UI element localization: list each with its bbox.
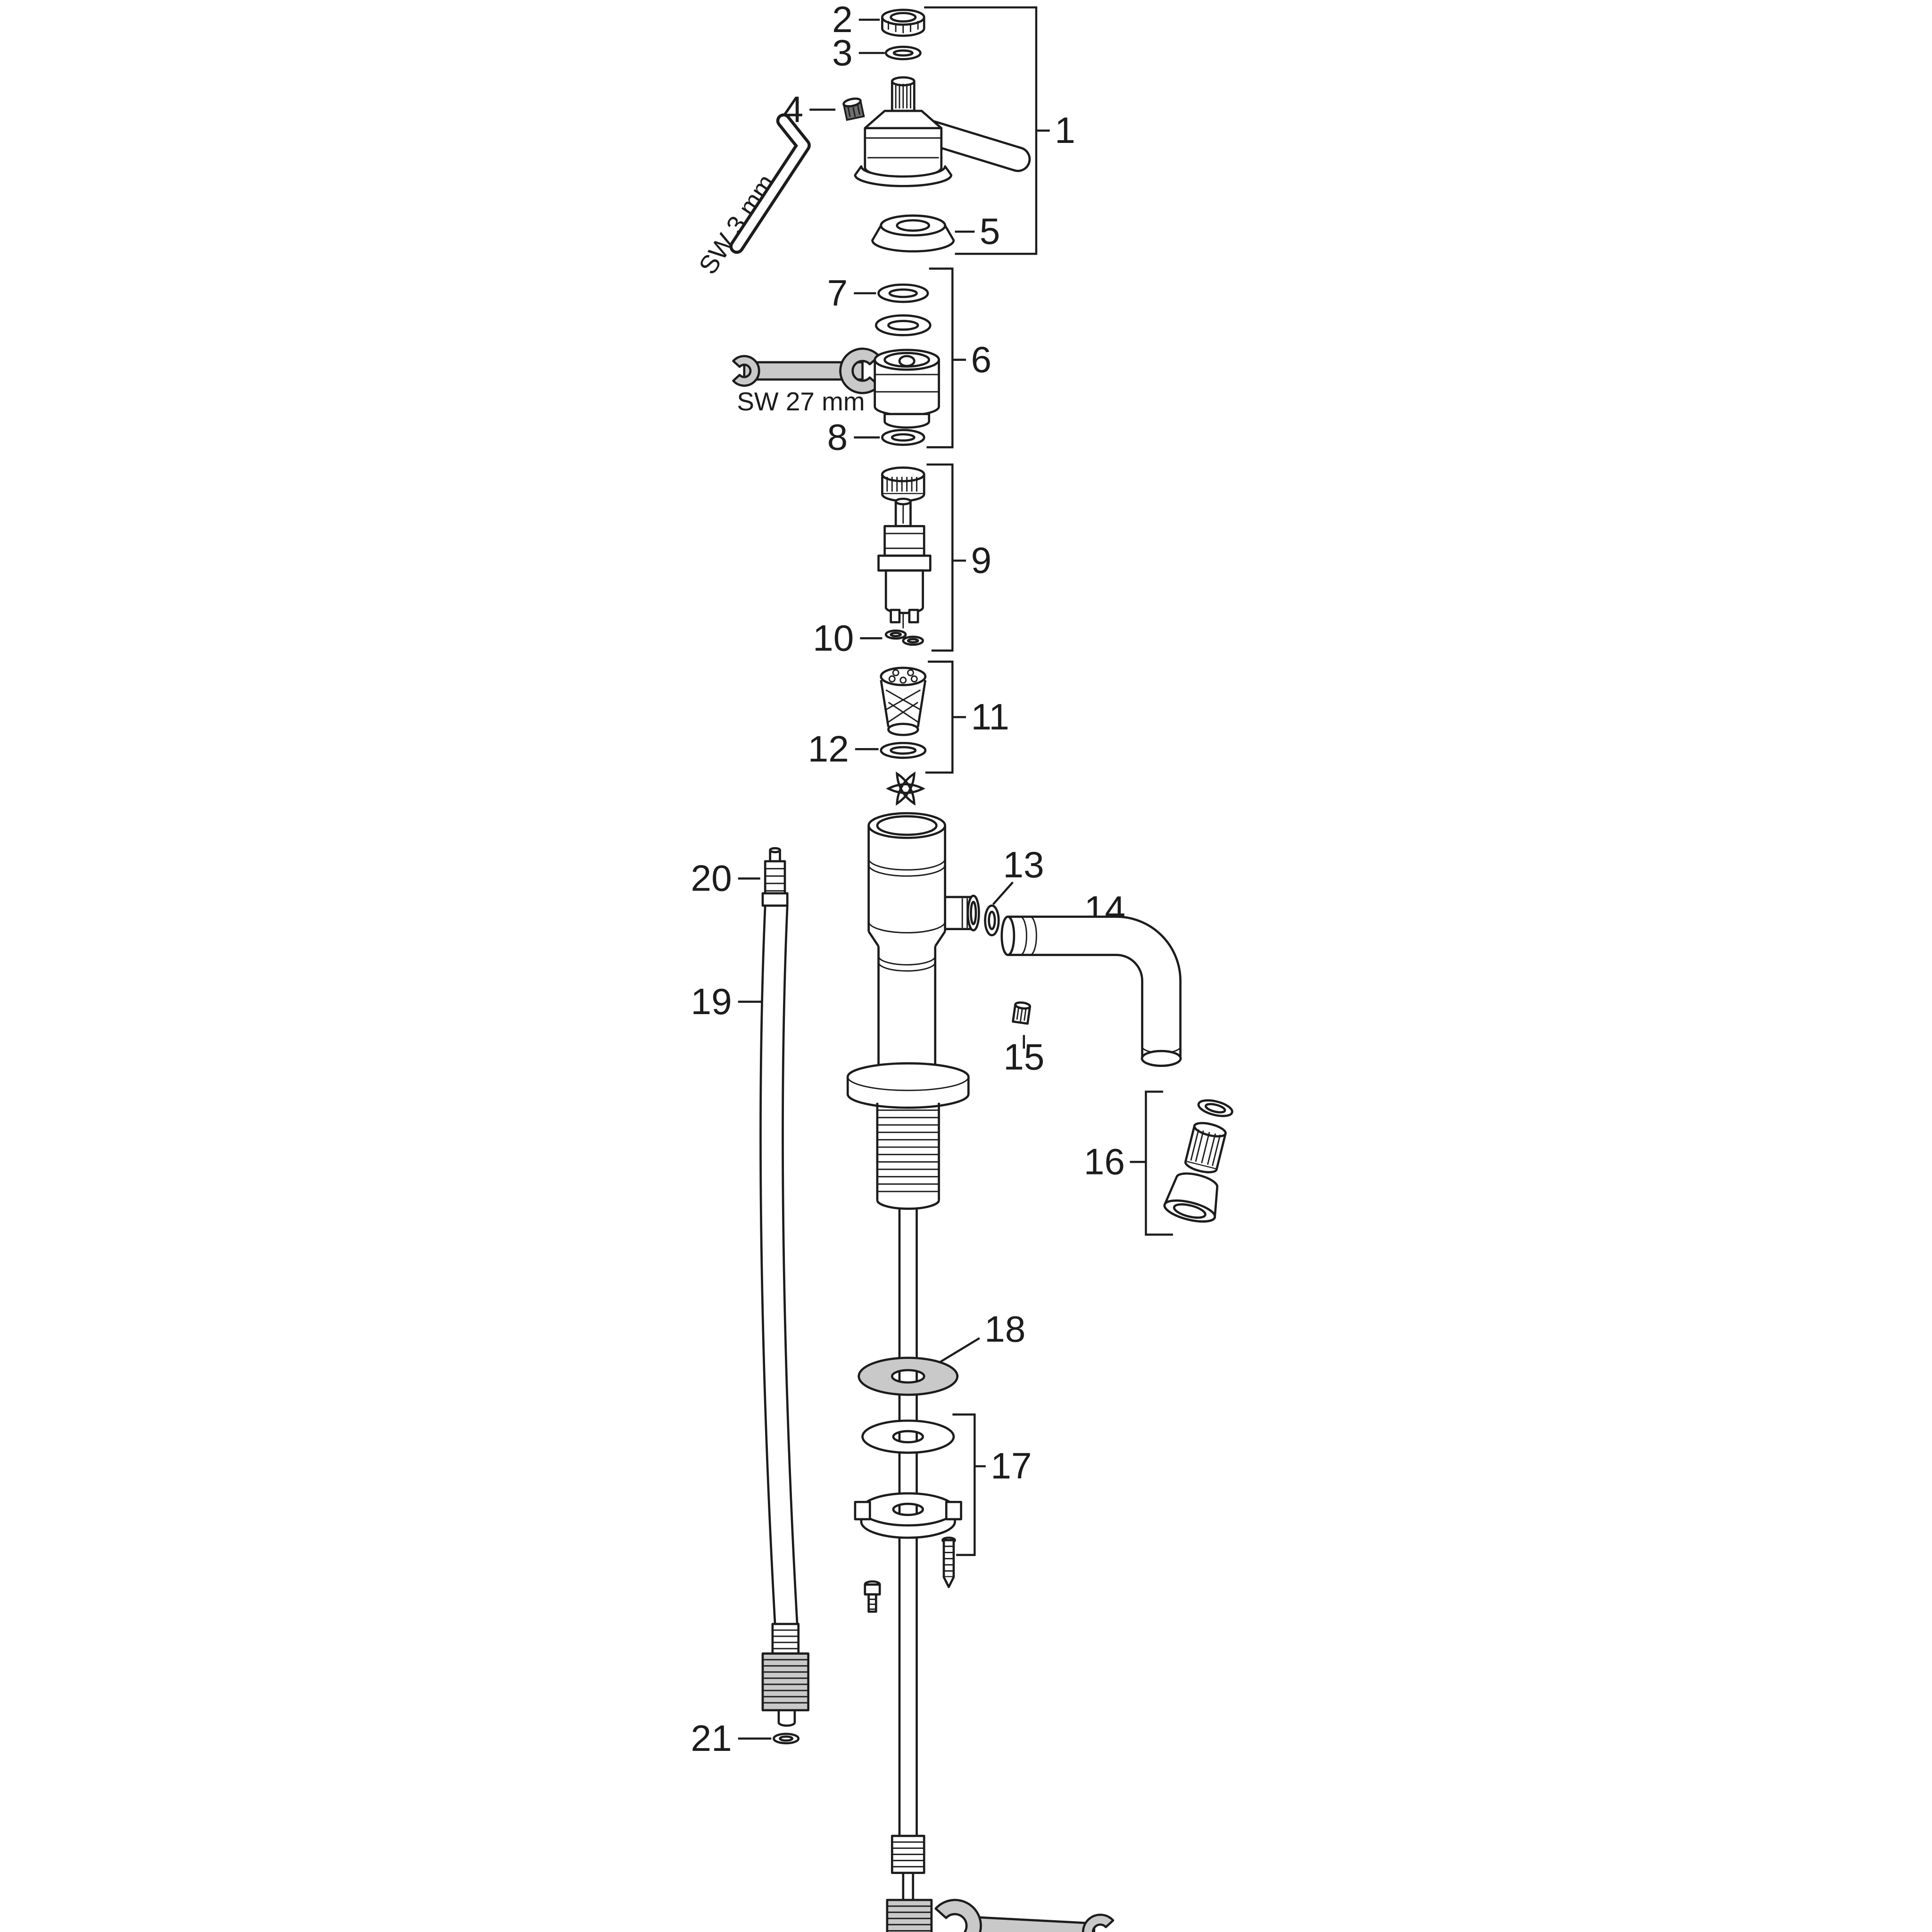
leader-18 xyxy=(938,1337,980,1364)
part-21-oring xyxy=(773,1732,800,1745)
bracket-11 xyxy=(925,660,966,774)
callout-5: 5 xyxy=(980,210,1000,252)
callout-numbers: 2 3 4 1 5 7 6 8 9 10 11 12 13 14 15 16 1… xyxy=(691,0,1125,1759)
allen-key xyxy=(729,113,811,254)
callout-brackets xyxy=(924,6,1173,1556)
leader-13 xyxy=(992,881,1014,905)
part-8-oring xyxy=(881,429,925,446)
part-12-oring xyxy=(880,741,927,759)
part-3-oring xyxy=(884,45,922,60)
star-gasket xyxy=(886,771,925,806)
callout-18: 18 xyxy=(984,1308,1025,1350)
callout-8: 8 xyxy=(827,416,848,458)
bracket-16 xyxy=(1130,1091,1173,1236)
callout-6: 6 xyxy=(971,339,991,380)
hose-nut xyxy=(761,1623,809,1727)
callout-19: 19 xyxy=(691,981,732,1022)
part-20-hose-tip xyxy=(761,847,789,907)
callout-13: 13 xyxy=(1003,844,1044,885)
part-7-orings xyxy=(874,283,932,336)
fixation-screw-left xyxy=(864,1580,881,1613)
base-flange xyxy=(846,1062,970,1109)
part-14-spout xyxy=(1000,916,1182,1067)
fixation-screw-right xyxy=(941,1536,956,1588)
bracket-17 xyxy=(952,1413,986,1556)
callout-12: 12 xyxy=(808,728,849,769)
bracket-9 xyxy=(926,463,966,652)
spout-port xyxy=(945,894,980,932)
callout-10: 10 xyxy=(813,617,854,658)
callout-7: 7 xyxy=(827,272,848,314)
callout-1: 1 xyxy=(1055,109,1075,151)
part-15-grub-screw xyxy=(1012,1001,1031,1025)
callout-21: 21 xyxy=(691,1717,732,1759)
bracket-1 xyxy=(924,6,1050,255)
callout-2: 2 xyxy=(832,0,853,40)
part-16-aerator-set xyxy=(1163,1099,1233,1223)
part-9-cartridge xyxy=(877,466,932,629)
tube-nut xyxy=(886,1899,933,1932)
part-1-handle xyxy=(854,76,1031,187)
part-17-fixation-set xyxy=(854,1419,962,1613)
part-4-grub-screw xyxy=(842,97,865,121)
open-end-wrench-27 xyxy=(732,347,880,394)
callout-20: 20 xyxy=(691,858,732,899)
part-11-flow-regulator xyxy=(880,666,927,736)
tube-bottom-connector xyxy=(886,1834,933,1932)
part-5-collar xyxy=(871,214,955,253)
callout-3: 3 xyxy=(832,32,853,73)
callout-17: 17 xyxy=(991,1445,1032,1487)
wrench-27-label: SW 27 mm xyxy=(737,387,865,416)
callout-11: 11 xyxy=(971,696,1009,737)
allen-key-label: SW 3 mm xyxy=(693,169,781,279)
part-19-hose xyxy=(759,847,809,1727)
callout-15: 15 xyxy=(1003,1036,1044,1077)
part-2-cap-plug xyxy=(881,8,925,37)
part-10-seals xyxy=(884,629,924,646)
open-end-wrench-19 xyxy=(934,1899,1115,1932)
faucet-body xyxy=(846,812,980,1932)
callout-9: 9 xyxy=(971,540,991,581)
part-18-washer xyxy=(858,1357,959,1396)
threaded-shank xyxy=(876,1102,940,1210)
part-13-oring xyxy=(984,904,1000,937)
part-6-cartridge-nut xyxy=(874,349,940,429)
bracket-6 xyxy=(926,267,966,449)
callout-16: 16 xyxy=(1084,1141,1125,1182)
